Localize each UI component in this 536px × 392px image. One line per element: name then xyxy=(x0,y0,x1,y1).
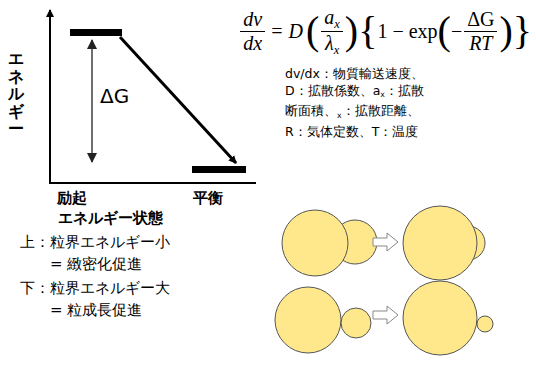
process-arrow xyxy=(373,306,398,324)
legend-line: dv/dx：物質輸送速度、 xyxy=(285,66,424,83)
formula-term: = D xyxy=(270,20,303,43)
variable-note: ：拡散距離、 xyxy=(342,103,420,118)
state-label: 励起 xyxy=(57,189,87,207)
formula-term: 1 − exp xyxy=(377,20,437,43)
axis-label: エネルギー xyxy=(8,50,24,138)
label-box: ΔG xyxy=(100,84,129,108)
note-text: 下：粒界エネルギー大 xyxy=(20,279,170,297)
label-box: 下：粒界エネルギー大 xyxy=(20,278,170,298)
formula-term: RT xyxy=(469,32,492,54)
subscript: x xyxy=(337,111,342,120)
fraction: dvdx xyxy=(240,8,265,55)
delta-g-label: ΔG xyxy=(100,84,129,108)
formula-term: ) xyxy=(499,11,512,51)
variable-note: ：拡散 xyxy=(385,83,424,98)
label-box: 平衡 xyxy=(193,188,223,208)
equilibrium-level xyxy=(192,166,246,173)
numerator: ax xyxy=(321,6,343,32)
formula-term: { xyxy=(358,11,377,51)
large-particle xyxy=(275,287,341,353)
subscript: x xyxy=(334,43,340,57)
grown-particle xyxy=(403,281,477,355)
merged-particle xyxy=(403,206,477,280)
subscript: x xyxy=(334,17,340,31)
legend-text: dv/dx：物質輸送速度、D：拡散係数、ax：拡散断面積、x：拡散距離、R：気体… xyxy=(285,66,424,141)
delta-g-arrow xyxy=(91,40,92,162)
formula-term: ( xyxy=(438,11,451,51)
label-box: 励起 xyxy=(57,188,87,208)
denominator: λx xyxy=(322,32,342,57)
note-text: = 緻密化促進 xyxy=(50,255,142,273)
formula-term: dv xyxy=(243,8,262,30)
legend-line: 断面積、x：拡散距離、 xyxy=(285,103,424,124)
fraction: axλx xyxy=(321,6,343,57)
process-arrow xyxy=(373,233,398,251)
formula-term: − xyxy=(451,20,462,43)
small-particle xyxy=(341,308,371,338)
transition-arrow xyxy=(120,37,236,163)
large-particle xyxy=(282,210,348,276)
note-text: 上：粒界エネルギー小 xyxy=(20,233,170,251)
fraction: ΔGRT xyxy=(464,8,497,55)
subscript: x xyxy=(380,90,385,99)
excited-level xyxy=(70,29,122,36)
variable-note: 断面積、 xyxy=(285,103,337,118)
variable-note: dv/dx：物質輸送速度、 xyxy=(285,66,424,81)
note-text: = 粒成長促進 xyxy=(50,301,142,319)
variable-note: D：拡散係数、a xyxy=(285,83,380,98)
formula-term: ΔG xyxy=(467,8,494,30)
formula-term: } xyxy=(513,11,532,51)
formula-term: dx xyxy=(243,32,262,54)
denominator: dx xyxy=(240,32,265,55)
legend-line: R：気体定数、T：温度 xyxy=(285,124,424,141)
denominator: RT xyxy=(466,32,495,55)
variable-note: R：気体定数、T：温度 xyxy=(285,124,418,139)
label-box: = 緻密化促進 xyxy=(50,254,142,274)
label-box: 上：粒界エネルギー小 xyxy=(20,232,170,252)
y-axis xyxy=(49,10,51,183)
state-label: 平衡 xyxy=(193,189,223,207)
x-axis xyxy=(49,182,256,184)
formula-term: λ xyxy=(325,32,334,54)
label-box: エネルギー状態 xyxy=(58,208,163,228)
numerator: ΔG xyxy=(464,8,497,32)
formula-term: a xyxy=(324,6,334,28)
legend-line: D：拡散係数、ax：拡散 xyxy=(285,83,424,104)
formula-term: ) xyxy=(345,11,358,51)
shrunk-particle xyxy=(477,316,493,332)
formula: dvdx= D(axλx){1 − exp(−ΔGRT)} xyxy=(238,6,532,57)
axis-label: エネルギー状態 xyxy=(58,209,163,227)
label-box: エネルギー xyxy=(8,50,24,138)
numerator: dv xyxy=(240,8,265,32)
formula-term: ( xyxy=(306,11,319,51)
label-box: = 粒成長促進 xyxy=(50,300,142,320)
